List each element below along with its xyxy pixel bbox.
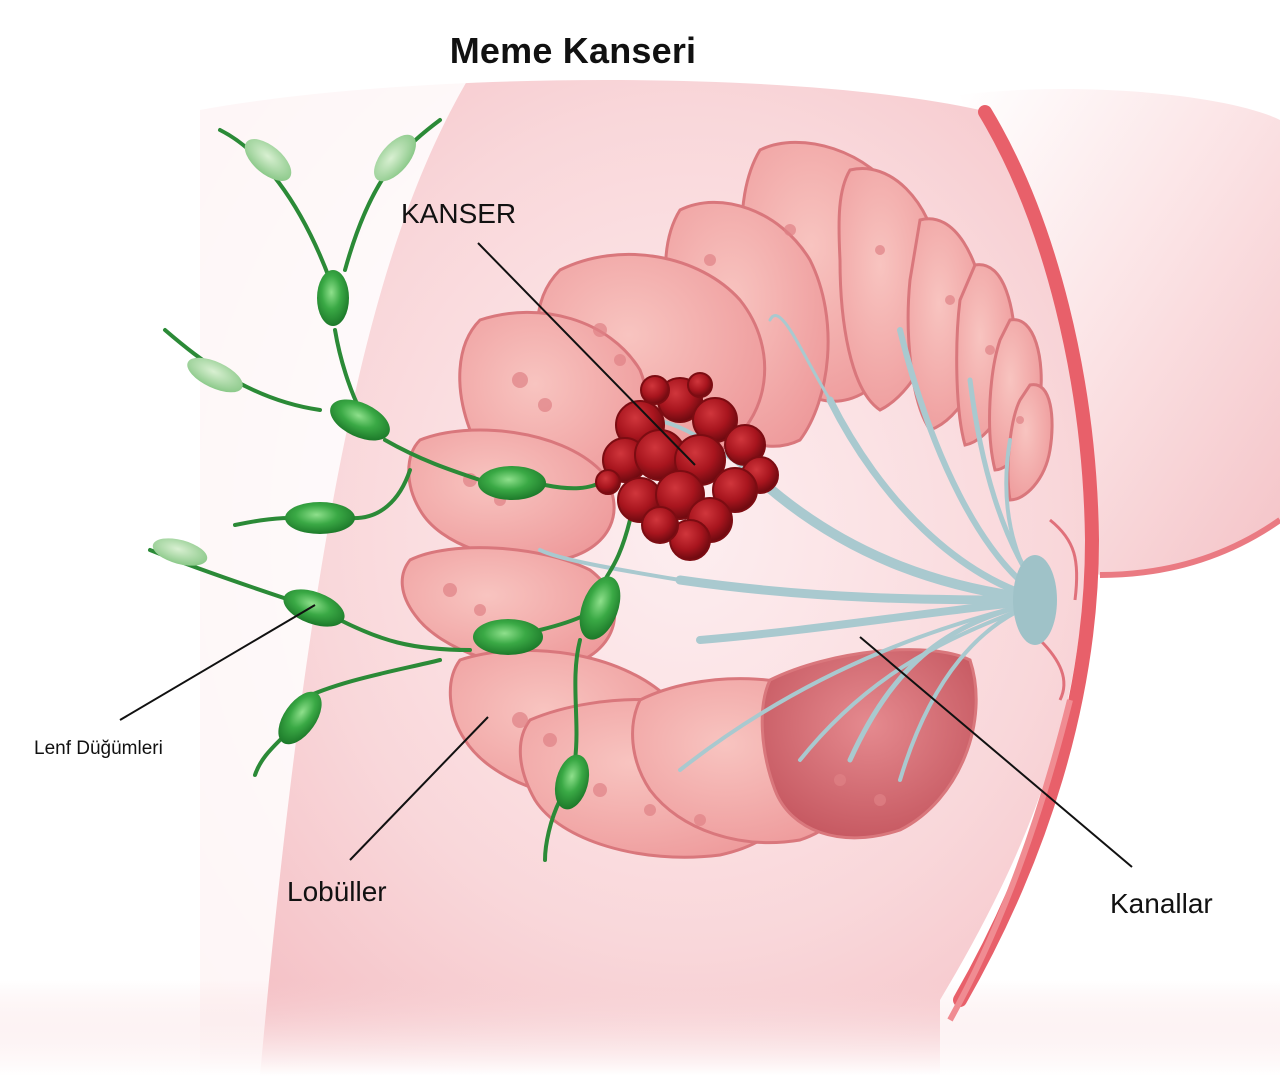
lobules	[400, 140, 1054, 859]
leader-line-lenf	[119, 604, 316, 721]
skin-outline	[953, 105, 1100, 1007]
diagram-title: Meme Kanseri	[449, 30, 697, 71]
leader-line-lobul	[349, 716, 489, 861]
lymph-nodes	[152, 134, 621, 810]
leader-line-kanal	[859, 636, 1133, 868]
label-ducts: Kanallar	[1110, 888, 1213, 919]
nipple-duct-opening	[1013, 555, 1057, 645]
label-lobules: Lobüller	[287, 876, 387, 907]
background-breast	[960, 89, 1280, 575]
milk-ducts	[538, 314, 1050, 782]
leader-lines	[119, 242, 1133, 868]
leader-line-kanser	[477, 242, 696, 466]
label-cancer: KANSER	[401, 198, 517, 229]
tumor	[595, 372, 779, 561]
label-lymph-nodes: Lenf Düğümleri	[34, 738, 163, 759]
